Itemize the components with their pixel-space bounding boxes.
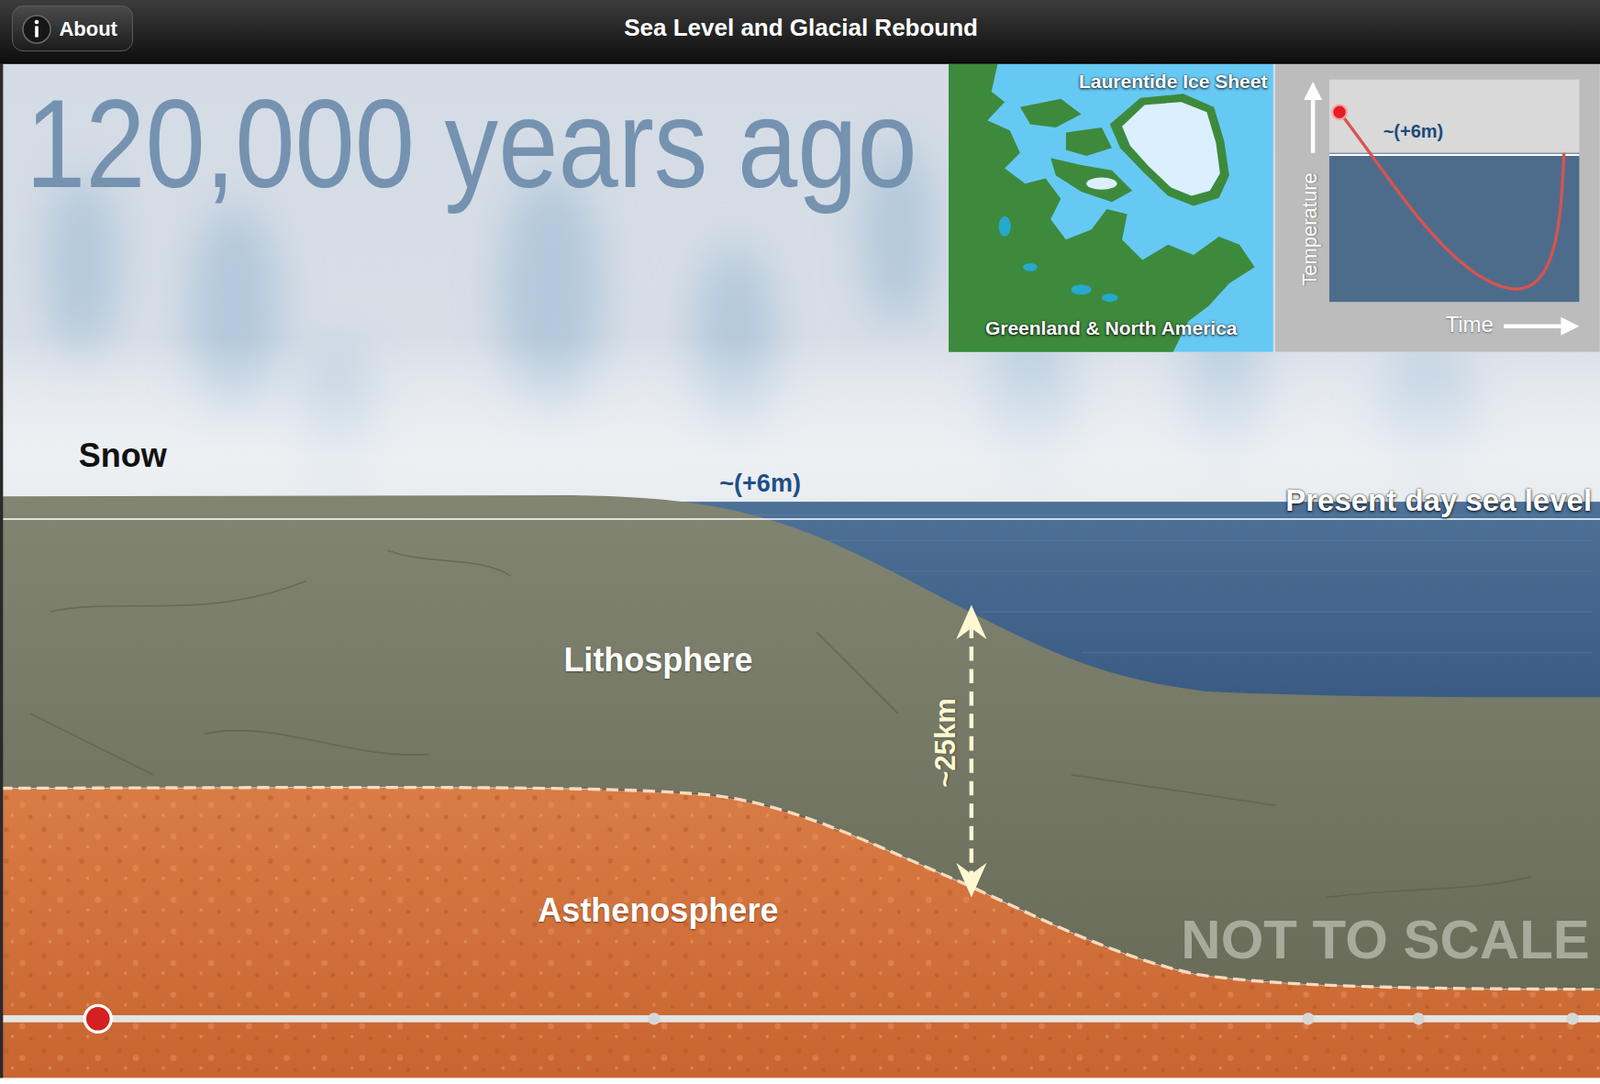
text-anchor-box: Time <box>1444 313 1493 336</box>
chart-panel <box>1275 64 1600 353</box>
map-inset: Laurentide Ice SheetGreenland & North Am… <box>948 64 1274 353</box>
asthenosphere-fill <box>0 788 1600 1084</box>
text-anchor-box: Snow <box>78 439 167 473</box>
text-anchor-box: ~25km <box>930 698 959 788</box>
watermark: NOT TO SCALE <box>1180 912 1590 968</box>
time-slider <box>1 1005 1599 1033</box>
text-anchor-box: Greenland & North America <box>985 318 1238 338</box>
map-drawing <box>948 64 1274 353</box>
chart-x-axis <box>1503 317 1579 336</box>
current-time-dot <box>1333 105 1348 121</box>
text-anchor-box: Temperature <box>1300 172 1321 287</box>
map-ocean <box>948 64 1274 353</box>
present-sea-level-line <box>0 518 1600 521</box>
text-anchor-box: Sea Level and Glacial Rebound <box>623 15 978 40</box>
text-anchor-box: ~(+6m) <box>1383 122 1445 141</box>
top-bar <box>0 0 1600 64</box>
reference-line-label: Present day sea level <box>1285 485 1592 516</box>
map-title: Laurentide Ice Sheet <box>1078 70 1267 90</box>
text-anchor-box: Present day sea level <box>1285 485 1592 516</box>
info-icon <box>20 12 54 46</box>
text-anchor-box: 120,000 years ago <box>25 79 918 207</box>
surface-label: Snow <box>78 439 167 473</box>
bottom-strip <box>0 1077 1600 1084</box>
text-anchor-box: Asthenosphere <box>537 894 778 928</box>
chart-sea-line <box>1329 154 1579 156</box>
dimension-label: ~25km <box>930 698 959 788</box>
layer-name: Asthenosphere <box>537 894 778 928</box>
map-island-ice <box>1087 177 1118 190</box>
chart-upper-band <box>1329 79 1579 154</box>
era-caption: 120,000 years ago <box>25 79 918 207</box>
chart-y-axis <box>1303 81 1323 154</box>
app-title: Sea Level and Glacial Rebound <box>623 15 978 40</box>
layer-name: Lithosphere <box>563 644 753 678</box>
button-label: About <box>58 19 118 40</box>
sky <box>0 63 1600 1084</box>
text-anchor-box: ~(+6m) <box>719 471 801 497</box>
chart-lower-band <box>1329 153 1579 302</box>
text-anchor-box: Laurentide Ice Sheet <box>1078 70 1267 90</box>
layer-boundary <box>0 788 1600 990</box>
chart-value: ~(+6m) <box>1383 122 1445 141</box>
map-islands <box>1020 99 1133 202</box>
text-anchor-box: About <box>58 19 118 40</box>
temperature-chart: ~(+6m) TemperatureTime <box>1275 64 1600 353</box>
text-anchor-box: Lithosphere <box>563 644 753 678</box>
sea-level-value: ~(+6m) <box>719 471 801 497</box>
text-anchor-box: NOT TO SCALE <box>1180 912 1590 968</box>
map-ice-sheet <box>1122 101 1221 196</box>
map-greenland <box>1110 93 1230 206</box>
map-lakes <box>999 216 1119 302</box>
top-bar-edge <box>0 62 1600 65</box>
axis-title: Time <box>1444 313 1493 336</box>
asthenosphere-texture <box>0 788 1600 1084</box>
about-button: About <box>11 5 134 52</box>
map-mainland <box>948 64 1256 353</box>
left-edge <box>0 63 3 1078</box>
axis-title: Temperature <box>1300 172 1321 287</box>
thickness-arrow <box>955 604 987 898</box>
chart-drawing <box>1275 64 1600 353</box>
map-caption: Greenland & North America <box>985 318 1238 338</box>
temperature-curve <box>1339 111 1565 289</box>
